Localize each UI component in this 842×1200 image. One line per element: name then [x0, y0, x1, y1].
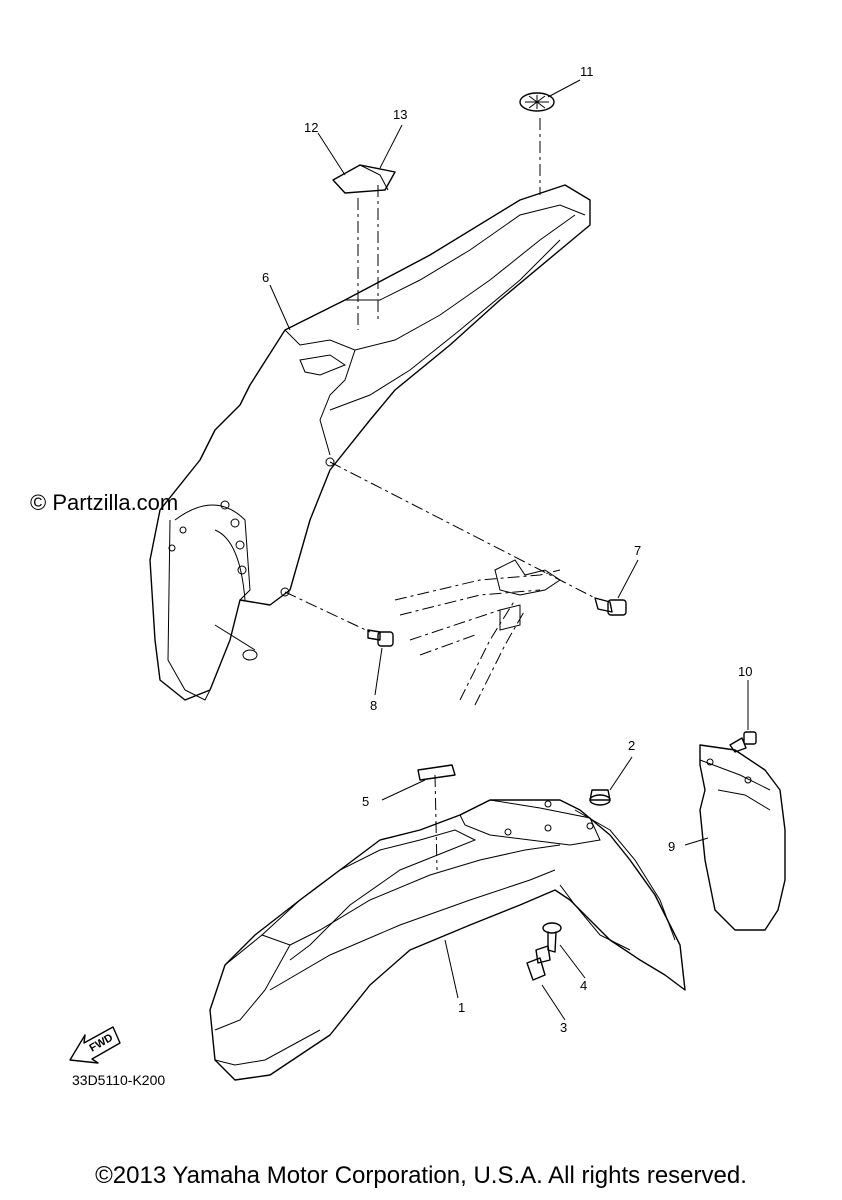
bolt-part-3: [526, 945, 551, 981]
partzilla-watermark: © Partzilla.com: [30, 490, 179, 515]
callout-4: 4: [580, 978, 587, 993]
frame-outline: [394, 559, 561, 706]
washer-part-4: [542, 922, 562, 953]
bolt-part-7: [594, 597, 627, 616]
callout-2: 2: [628, 738, 635, 753]
callout-6: 6: [262, 270, 269, 285]
label-part-12-13: [332, 164, 396, 194]
callout-3: 3: [560, 1020, 567, 1035]
callout-5: 5: [362, 794, 369, 809]
grommet-part-2: [589, 789, 611, 806]
mud-flap-part-9: [699, 744, 786, 931]
fwd-label: FWD: [88, 1032, 116, 1055]
label-part-5: [417, 764, 456, 781]
callout-10: 10: [738, 664, 752, 679]
callout-11: 11: [580, 64, 594, 79]
front-fender: [209, 799, 686, 1081]
assembly-lines: [284, 118, 596, 871]
callout-9: 9: [668, 839, 675, 854]
yamaha-emblem-part-11: [519, 92, 555, 112]
callout-1: 1: [458, 1000, 465, 1015]
callout-7: 7: [634, 543, 641, 558]
rear-fender: [149, 184, 591, 701]
screw-part-10: [729, 731, 757, 753]
bolt-part-8: [367, 629, 394, 647]
callout-numbers: 1 2 3 4 5 6 7 8 9 10 11 12 13: [262, 64, 752, 1035]
diagram-part-number: 33D5110-K200: [72, 1072, 166, 1088]
leader-lines: [269, 79, 749, 1021]
callout-13: 13: [393, 107, 407, 122]
fwd-arrow: FWD: [69, 1026, 121, 1064]
copyright-notice: ©2013 Yamaha Motor Corporation, U.S.A. A…: [95, 1162, 747, 1189]
callout-8: 8: [370, 698, 377, 713]
callout-12: 12: [304, 120, 318, 135]
